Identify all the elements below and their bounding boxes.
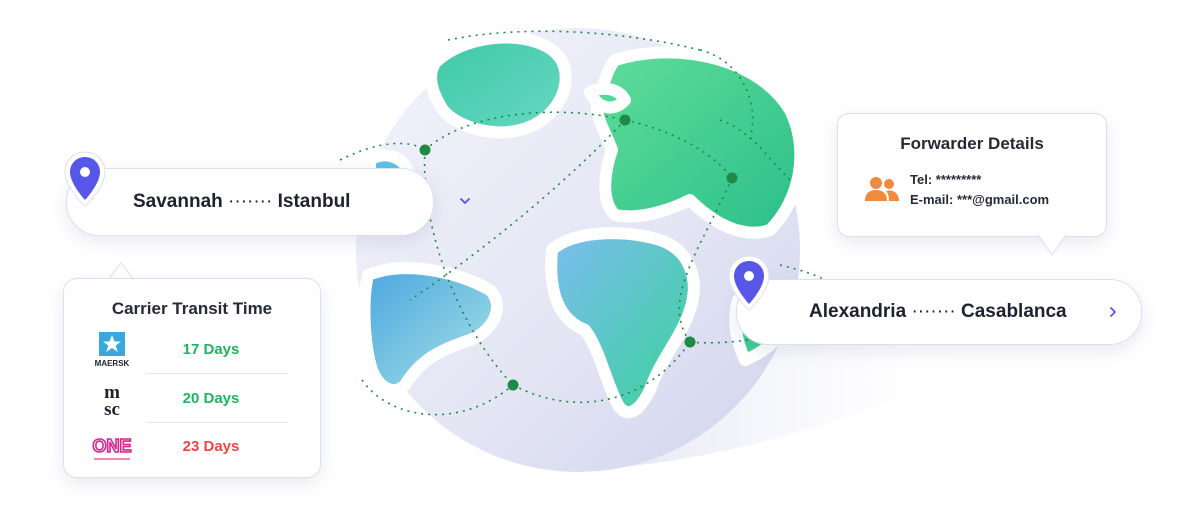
- route-text: Savannah ······· Istanbul: [133, 169, 350, 235]
- carrier-row: ONE 23 Days: [86, 424, 296, 470]
- svg-text:MAERSK: MAERSK: [95, 359, 130, 368]
- svg-text:ONE: ONE: [92, 436, 131, 456]
- chevron-down-icon[interactable]: [459, 195, 471, 207]
- divider: [146, 373, 288, 374]
- tel-label: Tel:: [910, 172, 933, 187]
- location-pin-icon: [728, 255, 770, 311]
- forwarder-details-card: Forwarder Details Tel: ********* E-mail:…: [837, 113, 1107, 237]
- forwarder-tel: Tel: *********: [910, 172, 981, 187]
- origin-label: Alexandria: [809, 301, 907, 322]
- callout-tail: [1036, 233, 1068, 256]
- route-connector: ·······: [911, 301, 956, 322]
- email-label: E-mail:: [910, 192, 954, 207]
- forwarder-title: Forwarder Details: [900, 134, 1044, 153]
- route-text: Alexandria ······· Casablanca: [809, 280, 1067, 344]
- carrier-transit-title: Carrier Transit Time: [111, 299, 273, 318]
- email-value: ***@gmail.com: [956, 192, 1050, 207]
- one-logo: ONE: [92, 435, 132, 460]
- location-pin-icon: [64, 151, 106, 207]
- route-card-savannah-istanbul[interactable]: Savannah ······· Istanbul: [66, 168, 470, 236]
- destination-label: Casablanca: [961, 301, 1067, 322]
- route-card-alexandria-casablanca[interactable]: Alexandria ······· Casablanca: [736, 279, 1142, 345]
- carrier-row: MAERSK 17 Days: [86, 327, 296, 373]
- svg-text:m: m: [104, 382, 120, 403]
- transit-days: 17 Days: [182, 341, 240, 358]
- destination-label: Istanbul: [277, 191, 351, 212]
- origin-label: Savannah: [133, 191, 223, 212]
- maersk-logo: MAERSK: [95, 332, 130, 368]
- svg-text:sc: sc: [104, 399, 120, 418]
- carrier-transit-card: Carrier Transit Time MAERSK 17 Days m sc…: [63, 278, 321, 478]
- transit-days: 23 Days: [182, 438, 240, 455]
- msc-logo: m sc: [104, 382, 120, 418]
- route-connector: ·······: [228, 191, 273, 212]
- users-icon: [865, 177, 899, 201]
- tel-value: *********: [935, 172, 982, 187]
- callout-tail: [107, 262, 135, 280]
- divider: [146, 422, 288, 423]
- carrier-row: m sc 20 Days: [86, 376, 296, 422]
- transit-days: 20 Days: [182, 390, 240, 407]
- chevron-right-icon[interactable]: [1107, 306, 1119, 318]
- forwarder-email: E-mail: ***@gmail.com: [910, 192, 1049, 207]
